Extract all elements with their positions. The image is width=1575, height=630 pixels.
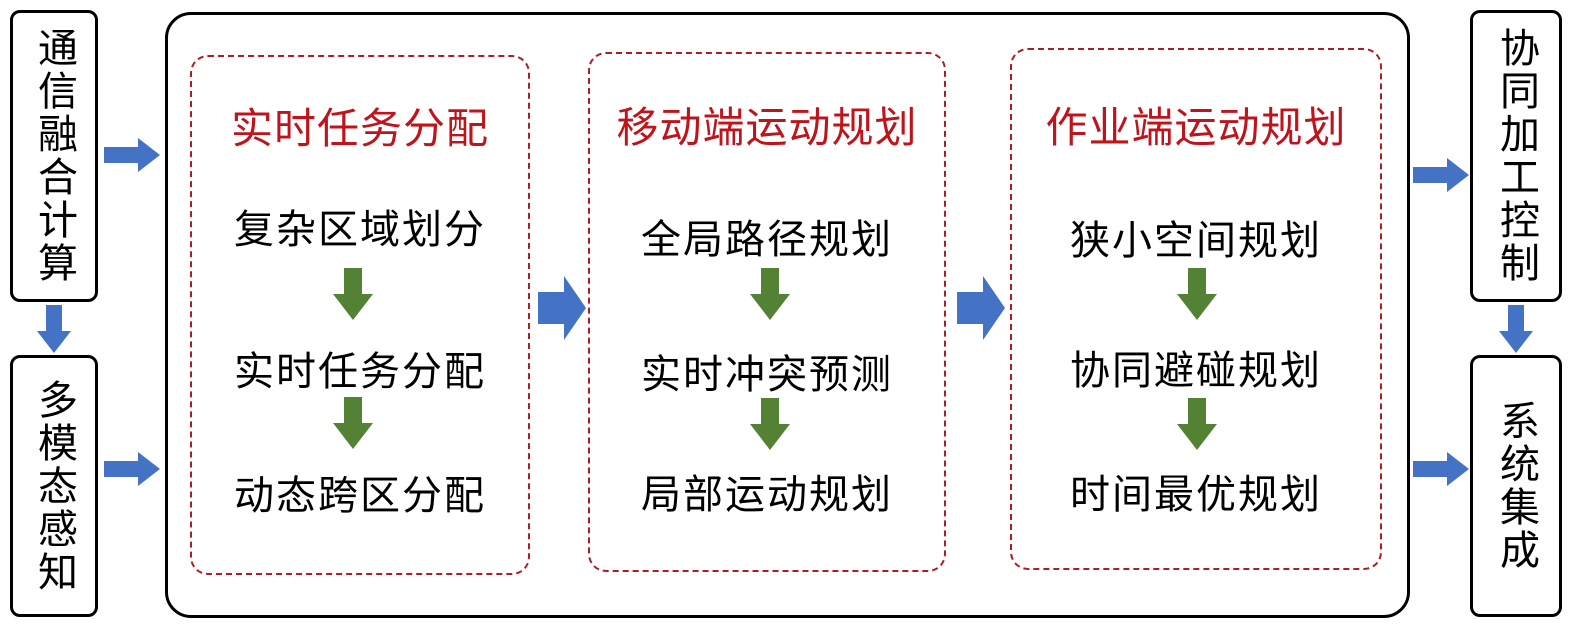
down-arrow-icon [37, 305, 71, 353]
down-arrow-icon [1177, 398, 1217, 450]
step-3: 时间最优规划 [1070, 472, 1322, 518]
right-top-label: 协同加工控制 [1493, 27, 1539, 285]
right-arrow-icon [104, 452, 160, 486]
down-arrow-icon [333, 397, 373, 449]
right-bottom-box: 系统集成 [1470, 355, 1562, 617]
left-bottom-label: 多模态感知 [31, 378, 77, 594]
left-top-label: 通信融合计算 [31, 27, 77, 285]
panel-title: 作业端运动规划 [1045, 103, 1347, 152]
step-2: 实时冲突预测 [641, 352, 893, 398]
down-arrow-icon [750, 398, 790, 450]
left-bottom-box: 多模态感知 [10, 355, 98, 617]
left-top-box: 通信融合计算 [10, 10, 98, 302]
step-3: 动态跨区分配 [234, 473, 486, 519]
right-arrow-icon [957, 276, 1005, 340]
panel-title: 移动端运动规划 [616, 103, 918, 152]
right-arrow-icon [1413, 158, 1469, 192]
right-arrow-icon [104, 138, 160, 172]
step-1: 复杂区域划分 [234, 207, 486, 253]
right-arrow-icon [1413, 452, 1469, 486]
step-1: 狭小空间规划 [1070, 218, 1322, 264]
panel-title: 实时任务分配 [230, 104, 489, 153]
down-arrow-icon [1499, 305, 1533, 353]
step-2: 实时任务分配 [234, 349, 486, 395]
panel-task-allocation: 实时任务分配 复杂区域划分 实时任务分配 动态跨区分配 [190, 55, 530, 575]
down-arrow-icon [750, 268, 790, 320]
step-3: 局部运动规划 [641, 472, 893, 518]
down-arrow-icon [333, 268, 373, 320]
main-container [165, 12, 1410, 618]
step-1: 全局路径规划 [641, 217, 893, 263]
down-arrow-icon [1177, 268, 1217, 320]
right-arrow-icon [538, 276, 586, 340]
panel-mobile-motion-planning: 移动端运动规划 全局路径规划 实时冲突预测 局部运动规划 [588, 52, 946, 572]
step-2: 协同避碰规划 [1070, 348, 1322, 394]
right-top-box: 协同加工控制 [1470, 10, 1562, 302]
panel-operation-motion-planning: 作业端运动规划 狭小空间规划 协同避碰规划 时间最优规划 [1010, 48, 1382, 570]
right-bottom-label: 系统集成 [1493, 400, 1539, 572]
